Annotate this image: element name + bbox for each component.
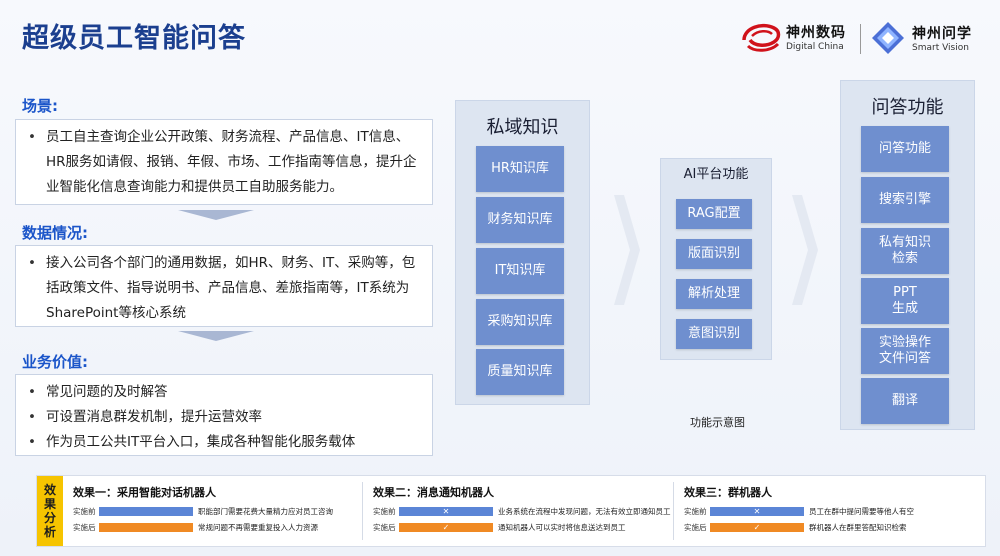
effects-panel: 效果分析 效果一：采用智能对话机器人 实施前 职能部门需要花费大量精力应对员工咨… bbox=[36, 475, 986, 547]
ai-platform-panel: AI平台功能 RAG配置 版面识别 解析处理 意图识别 bbox=[660, 158, 772, 360]
before-label: 实施前 bbox=[73, 506, 96, 516]
private-knowledge-title: 私域知识 bbox=[486, 117, 559, 138]
down-arrow-icon bbox=[178, 331, 254, 341]
digital-china-logo: 神州数码 Digital China bbox=[740, 20, 846, 54]
effect-before-row: 实施前 ✕ 员工在群中提问需要等他人有空 bbox=[684, 505, 914, 517]
qa-private-knowledge-retrieval[interactable]: 私有知识 检索 bbox=[861, 228, 949, 274]
value-title: 业务价值: bbox=[22, 353, 88, 371]
smart-vision-logo: 神州问学 Smart Vision bbox=[870, 20, 972, 56]
private-knowledge-panel: 私域知识 HR知识库 财务知识库 IT知识库 采购知识库 质量知识库 bbox=[455, 100, 590, 405]
kb-procurement[interactable]: 采购知识库 bbox=[476, 299, 564, 345]
chevron-right-icon bbox=[792, 195, 818, 305]
data-title: 数据情况: bbox=[22, 224, 88, 242]
smart-vision-cn: 神州问学 bbox=[912, 26, 972, 42]
qa-ppt-generation[interactable]: PPT 生成 bbox=[861, 278, 949, 324]
logo-divider bbox=[860, 24, 861, 54]
chevron-right-icon bbox=[614, 195, 640, 305]
before-bar bbox=[99, 506, 193, 516]
effect-column-3: 效果三：群机器人 实施前 ✕ 员工在群中提问需要等他人有空 实施后 ✓ 群机器人… bbox=[674, 476, 974, 546]
ai-intent-recognition[interactable]: 意图识别 bbox=[676, 319, 752, 349]
value-item: 作为员工公共IT平台入口，集成各种智能化服务载体 bbox=[26, 430, 422, 455]
effect-after-row: 实施后 常规问题不再需要重复投入人力资源 bbox=[73, 521, 318, 533]
cross-icon: ✕ bbox=[753, 506, 761, 516]
qa-functions-title: 问答功能 bbox=[871, 97, 944, 118]
page-title: 超级员工智能问答 bbox=[22, 23, 246, 54]
data-item: 接入公司各个部门的通用数据，如HR、财务、IT、采购等，包括政策文件、指导说明书… bbox=[26, 251, 422, 326]
after-label: 实施后 bbox=[373, 522, 396, 532]
after-bar bbox=[99, 522, 193, 532]
qa-question-answer[interactable]: 问答功能 bbox=[861, 126, 949, 172]
effects-divider bbox=[362, 482, 363, 540]
smart-vision-en: Smart Vision bbox=[912, 43, 969, 53]
ai-parsing[interactable]: 解析处理 bbox=[676, 279, 752, 309]
before-bar: ✕ bbox=[710, 506, 804, 516]
effects-label: 效果分析 bbox=[37, 476, 63, 546]
after-label: 实施后 bbox=[684, 522, 707, 532]
effect-title: 效果一：采用智能对话机器人 bbox=[73, 486, 216, 499]
smart-vision-logo-icon bbox=[872, 22, 904, 54]
qa-search-engine[interactable]: 搜索引擎 bbox=[861, 177, 949, 223]
effect-before-row: 实施前 ✕ 业务系统在流程中发现问题，无法有效立即通知员工 bbox=[373, 505, 671, 517]
effect-column-2: 效果二：消息通知机器人 实施前 ✕ 业务系统在流程中发现问题，无法有效立即通知员… bbox=[363, 476, 673, 546]
kb-finance[interactable]: 财务知识库 bbox=[476, 197, 564, 243]
kb-quality[interactable]: 质量知识库 bbox=[476, 349, 564, 395]
check-icon: ✓ bbox=[442, 522, 450, 532]
qa-functions-panel: 问答功能 问答功能 搜索引擎 私有知识 检索 PPT 生成 实验操作 文件问答 … bbox=[840, 80, 975, 430]
cross-icon: ✕ bbox=[442, 506, 450, 516]
ai-rag-config[interactable]: RAG配置 bbox=[676, 199, 752, 229]
check-icon: ✓ bbox=[753, 522, 761, 532]
effect-after-row: 实施后 ✓ 通知机器人可以实时将信息送达到员工 bbox=[373, 521, 626, 533]
before-bar: ✕ bbox=[399, 506, 493, 516]
effects-divider bbox=[673, 482, 674, 540]
before-text: 员工在群中提问需要等他人有空 bbox=[809, 506, 914, 516]
after-text: 群机器人在群里答配知识检索 bbox=[809, 522, 907, 532]
after-text: 常规问题不再需要重复投入人力资源 bbox=[198, 522, 318, 532]
diagram-caption: 功能示意图 bbox=[690, 416, 745, 429]
after-bar: ✓ bbox=[399, 522, 493, 532]
scene-box: 员工自主查询企业公开政策、财务流程、产品信息、IT信息、HR服务如请假、报销、年… bbox=[15, 119, 433, 205]
down-arrow-icon bbox=[178, 210, 254, 220]
value-box: 常见问题的及时解答 可设置消息群发机制，提升运营效率 作为员工公共IT平台入口，… bbox=[15, 374, 433, 456]
value-item: 可设置消息群发机制，提升运营效率 bbox=[26, 405, 422, 430]
kb-it[interactable]: IT知识库 bbox=[476, 248, 564, 294]
digital-china-en: Digital China bbox=[786, 42, 844, 52]
before-text: 职能部门需要花费大量精力应对员工咨询 bbox=[198, 506, 333, 516]
ai-platform-title: AI平台功能 bbox=[683, 167, 749, 182]
before-label: 实施前 bbox=[373, 506, 396, 516]
qa-lab-doc-qa[interactable]: 实验操作 文件问答 bbox=[861, 328, 949, 374]
after-text: 通知机器人可以实时将信息送达到员工 bbox=[498, 522, 626, 532]
effect-before-row: 实施前 职能部门需要花费大量精力应对员工咨询 bbox=[73, 505, 333, 517]
value-item: 常见问题的及时解答 bbox=[26, 380, 422, 405]
digital-china-cn: 神州数码 bbox=[786, 25, 846, 41]
before-text: 业务系统在流程中发现问题，无法有效立即通知员工 bbox=[498, 506, 671, 516]
qa-translation[interactable]: 翻译 bbox=[861, 378, 949, 424]
ai-layout-recognition[interactable]: 版面识别 bbox=[676, 239, 752, 269]
after-label: 实施后 bbox=[73, 522, 96, 532]
effect-title: 效果二：消息通知机器人 bbox=[373, 486, 494, 499]
effect-column-1: 效果一：采用智能对话机器人 实施前 职能部门需要花费大量精力应对员工咨询 实施后… bbox=[63, 476, 363, 546]
data-box: 接入公司各个部门的通用数据，如HR、财务、IT、采购等，包括政策文件、指导说明书… bbox=[15, 245, 433, 327]
effect-title: 效果三：群机器人 bbox=[684, 486, 772, 499]
after-bar: ✓ bbox=[710, 522, 804, 532]
effect-after-row: 实施后 ✓ 群机器人在群里答配知识检索 bbox=[684, 521, 907, 533]
digital-china-logo-icon bbox=[742, 23, 781, 52]
kb-hr[interactable]: HR知识库 bbox=[476, 146, 564, 192]
scene-item: 员工自主查询企业公开政策、财务流程、产品信息、IT信息、HR服务如请假、报销、年… bbox=[26, 125, 422, 200]
scene-title: 场景: bbox=[22, 97, 58, 115]
before-label: 实施前 bbox=[684, 506, 707, 516]
